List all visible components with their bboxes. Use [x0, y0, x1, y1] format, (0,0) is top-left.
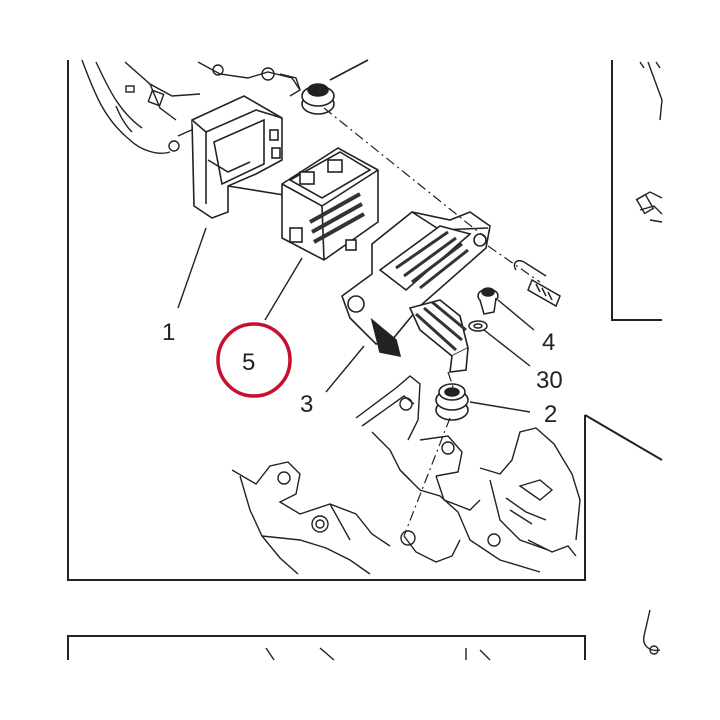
leader-4: [497, 299, 535, 331]
grommet-lower: [435, 383, 469, 421]
bottom-panel-parts: [265, 609, 661, 661]
callout-30: 30: [536, 367, 563, 394]
control-module: [281, 147, 379, 261]
assembly-center-lines: [323, 107, 541, 537]
carrier-bracket: [341, 211, 491, 373]
right-panel-parts: [635, 61, 663, 223]
bottom-panel-frame: [67, 635, 586, 660]
main-panel-frame: [67, 60, 586, 581]
right-panel-edge: [584, 414, 663, 461]
washer: [468, 320, 488, 332]
grommet-top: [301, 59, 369, 115]
callout-2: 2: [544, 401, 557, 428]
leader-1: [177, 227, 207, 309]
screw: [477, 287, 499, 315]
panel-frames: [67, 60, 663, 660]
callout-5: 5: [242, 349, 255, 376]
bolt-right: [513, 259, 561, 308]
leader-lines: [177, 227, 535, 413]
leader-3: [325, 345, 365, 393]
callout-3: 3: [300, 391, 313, 418]
background-structure-lower: [231, 375, 581, 575]
callout-1: 1: [162, 319, 175, 346]
mounting-bracket: [191, 95, 291, 219]
callout-labels: 1 2 3 4 5 30: [162, 319, 563, 428]
leader-5: [264, 257, 303, 321]
leader-2: [469, 401, 531, 413]
highlight-ring: [216, 322, 292, 398]
callout-4: 4: [542, 329, 555, 356]
right-panel-frame: [611, 60, 662, 321]
leader-30: [483, 329, 531, 367]
